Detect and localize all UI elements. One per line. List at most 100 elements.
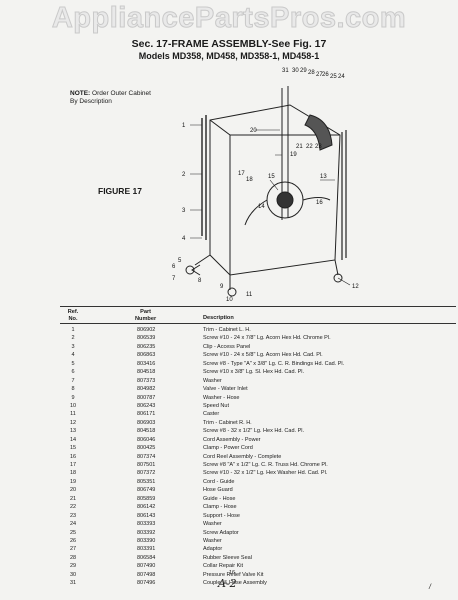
row-part-number: 806143 <box>137 512 156 519</box>
row-part-number: 803416 <box>137 360 156 367</box>
row-part-number: 806584 <box>137 554 156 561</box>
row-ref: 27 <box>69 546 77 553</box>
row-part-number: 800425 <box>137 445 156 452</box>
row-part-number: 806863 <box>137 352 156 359</box>
row-part-number: 807496 <box>137 580 156 587</box>
row-description: Pressure Relief Valve Kit <box>203 571 264 578</box>
row-part-number: 807373 <box>137 377 156 384</box>
row-part-number: 806046 <box>137 436 156 443</box>
row-ref: 23 <box>69 512 77 519</box>
row-description: Guide - Hose <box>203 495 236 502</box>
row-part-number: 807498 <box>137 571 156 578</box>
callout-23: 23 <box>315 144 322 150</box>
row-description: Support - Hose <box>203 512 240 519</box>
table-row: 4 806863 Screw #10 - 24 x 5/8" Lg. Acorn H… <box>60 351 456 359</box>
row-part-number: 807374 <box>137 453 156 460</box>
row-description: Screw #10 - 24 x 5/8" Lg. Acorn Hex Hd. … <box>203 352 323 359</box>
frame-assembly-diagram: 1 2 3 4 5 6 7 8 9 10 11 12 13 14 15 16 1… <box>172 68 359 303</box>
row-part-number: 804518 <box>137 428 156 435</box>
page-number: 16 <box>229 570 236 576</box>
power-cord <box>244 197 331 226</box>
table-row: 8 804982 Valve - Water Inlet <box>60 385 456 393</box>
row-ref: 18 <box>69 470 77 477</box>
row-description: Screw #10 x 3/8" Lg. Sl. Hex Hd. Cad. Pl… <box>203 369 304 376</box>
row-part-number: 805859 <box>137 495 156 502</box>
row-part-number: 804982 <box>137 386 156 393</box>
figure-label: FIGURE 17 <box>98 186 142 196</box>
callout-22: 22 <box>306 144 313 150</box>
row-description: Clamp - Power Cord <box>203 445 253 452</box>
caster-right <box>333 273 343 283</box>
col-header-part: Part Number <box>135 309 157 322</box>
row-description: Screw #8 "A" x 1/2" Lg. C. R. Truss Hd. … <box>203 462 328 468</box>
row-ref: 11 <box>70 411 76 418</box>
row-ref: 8 <box>71 386 75 393</box>
table-row: 11 806171 Caster <box>60 410 456 418</box>
row-description: Adaptor <box>203 546 223 553</box>
row-part-number: 806142 <box>137 504 156 511</box>
callout-25: 25 <box>330 74 337 80</box>
row-description: Collar Repair Kit <box>203 563 244 570</box>
row-ref: 31 <box>69 580 77 587</box>
row-description: Cord Reel Assembly - Complete <box>203 453 282 460</box>
row-description: Clamp - Hose <box>203 504 237 511</box>
row-description: Hose Guard <box>203 487 233 494</box>
callout-21: 21 <box>296 144 303 150</box>
hose-guard <box>304 114 333 151</box>
trim-right <box>341 130 347 260</box>
watermark: AppliancePartsPros.com <box>51 2 407 35</box>
row-part-number: 806171 <box>137 411 156 418</box>
row-part-number: 803393 <box>137 521 156 528</box>
table-row: 22 806142 Clamp - Hose <box>60 503 456 511</box>
row-description: Screw #10 - 32 x 1/2" Lg. Hex Washer Hd.… <box>203 470 328 477</box>
row-ref: 9 <box>71 394 75 401</box>
row-part-number: 806749 <box>137 487 156 494</box>
row-description: Caster <box>203 411 220 418</box>
callout-6: 6 <box>172 264 176 270</box>
callout-8: 8 <box>198 278 202 284</box>
row-part-number: 803390 <box>137 537 156 544</box>
row-description: Speed Nut <box>203 402 229 409</box>
inlet-valve <box>185 265 195 275</box>
row-description: Rubber Sleeve Seal <box>203 554 252 561</box>
row-part-number: 803391 <box>137 546 156 553</box>
row-ref: 13 <box>69 428 77 435</box>
note-text: Order Outer Cabinet <box>92 90 151 97</box>
callout-27: 27 <box>316 72 323 78</box>
row-description: Valve - Water Inlet <box>203 386 248 393</box>
row-description: Trim - Cabinet R. H. <box>203 419 252 426</box>
row-ref: 4 <box>71 352 75 359</box>
callout-16: 16 <box>316 200 323 206</box>
row-ref: 25 <box>69 529 77 536</box>
callout-28: 28 <box>308 70 315 76</box>
note-label: NOTE: <box>70 90 91 97</box>
table-row: 27 803391 Adaptor <box>60 545 456 553</box>
caster-left <box>227 287 237 297</box>
callout-15: 15 <box>268 174 275 180</box>
row-ref: 22 <box>69 504 77 511</box>
row-ref: 28 <box>69 554 77 561</box>
callout-5: 5 <box>178 258 182 264</box>
callout-9: 9 <box>220 284 224 290</box>
row-ref: 12 <box>69 419 77 426</box>
callout-13: 13 <box>320 174 327 180</box>
row-ref: 6 <box>71 369 75 376</box>
callout-1: 1 <box>182 123 186 129</box>
col-header-desc: Description <box>203 315 234 321</box>
